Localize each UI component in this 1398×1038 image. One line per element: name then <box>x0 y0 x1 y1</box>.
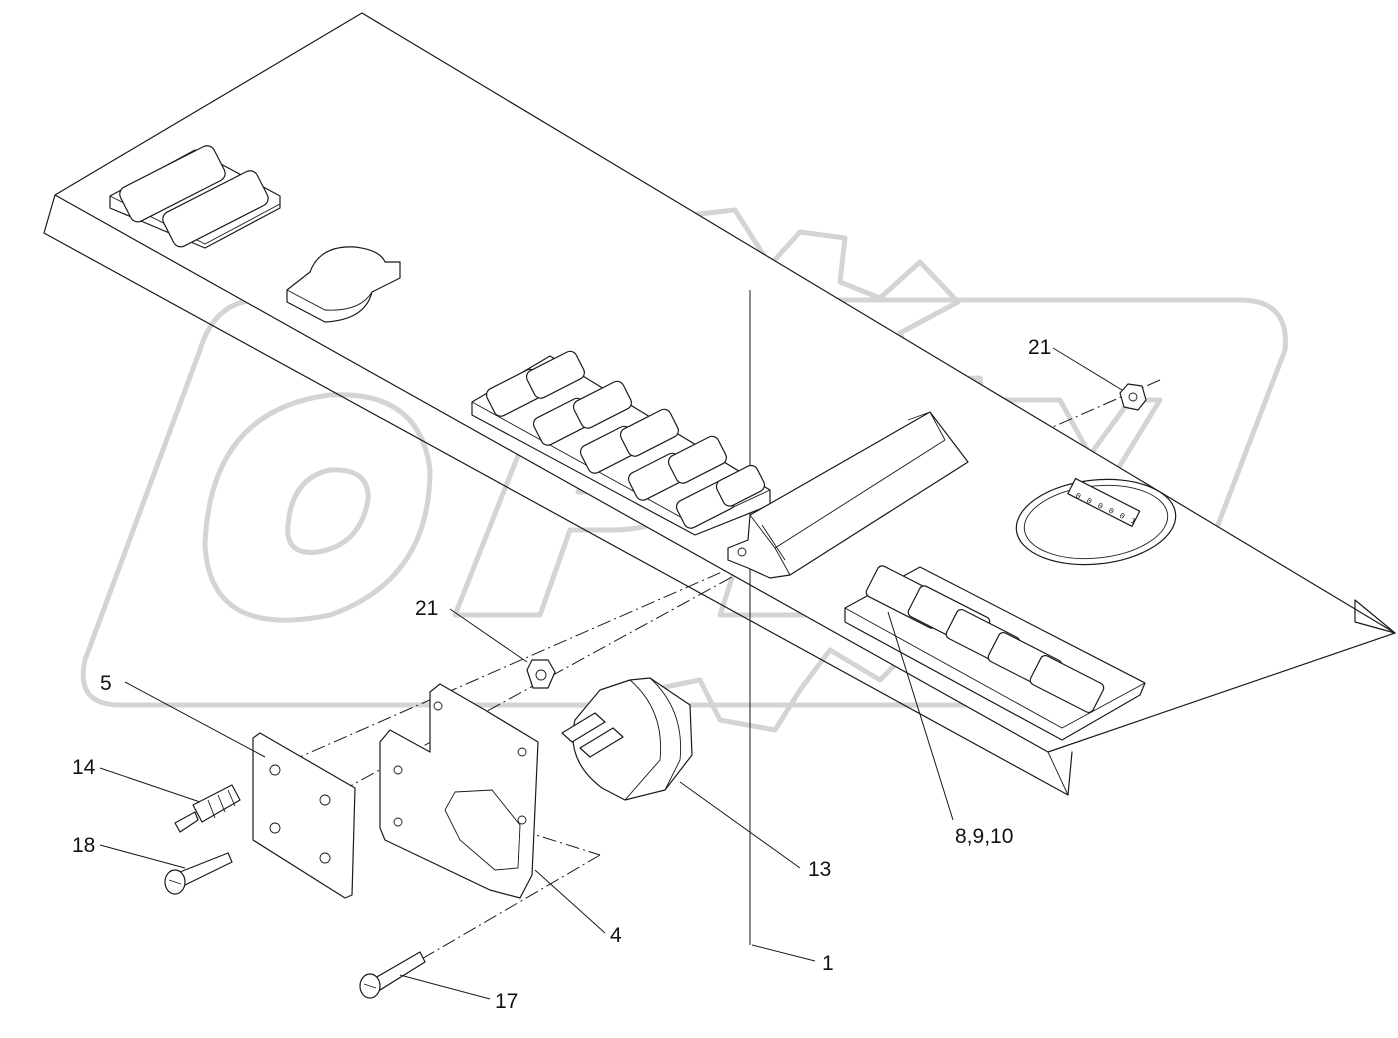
digit-5: 0 <box>1118 512 1127 522</box>
round-cap <box>286 246 401 323</box>
callout-17: 17 <box>495 990 518 1013</box>
screw-18 <box>164 852 233 895</box>
nut-middle <box>526 659 556 689</box>
sensor-pin <box>174 784 241 833</box>
socket-gland <box>561 677 693 801</box>
nut-top <box>1119 383 1147 411</box>
hour-meter-display <box>1067 477 1141 527</box>
switch-bank-right <box>844 565 1146 741</box>
panel-housing <box>43 12 1396 945</box>
callout-18: 18 <box>72 834 95 857</box>
panel-top-face <box>54 12 1396 753</box>
callout-21-top: 21 <box>1028 336 1051 359</box>
connector-block <box>727 411 969 579</box>
panel-right-lip <box>1354 599 1396 634</box>
panel-front-edge <box>43 194 1073 796</box>
callout-13: 13 <box>808 858 831 881</box>
callout-8-9-10: 8,9,10 <box>955 825 1013 848</box>
hour-meter-digits: 0 0 0 0 0 1 <box>1074 492 1138 527</box>
digit-1: 0 <box>1074 492 1083 502</box>
square-plate <box>252 732 356 899</box>
digit-2: 0 <box>1085 497 1094 507</box>
digit-4: 0 <box>1107 507 1116 517</box>
callout-5: 5 <box>100 672 112 695</box>
callout-1: 1 <box>822 952 834 975</box>
callout-labels: 1 4 5 8,9,10 13 14 17 18 21 21 <box>72 336 1051 1013</box>
digit-6: 1 <box>1129 517 1138 527</box>
callout-14: 14 <box>72 756 96 779</box>
callout-21-middle: 21 <box>415 597 438 620</box>
digit-3: 0 <box>1096 502 1105 512</box>
hour-meter <box>1015 477 1177 566</box>
mounting-plate <box>379 683 539 899</box>
callout-4: 4 <box>610 924 622 947</box>
double-switch-block <box>109 145 281 249</box>
screw-17 <box>359 951 426 999</box>
leader-lines <box>99 347 1123 1000</box>
watermark-letter-o <box>202 392 433 623</box>
